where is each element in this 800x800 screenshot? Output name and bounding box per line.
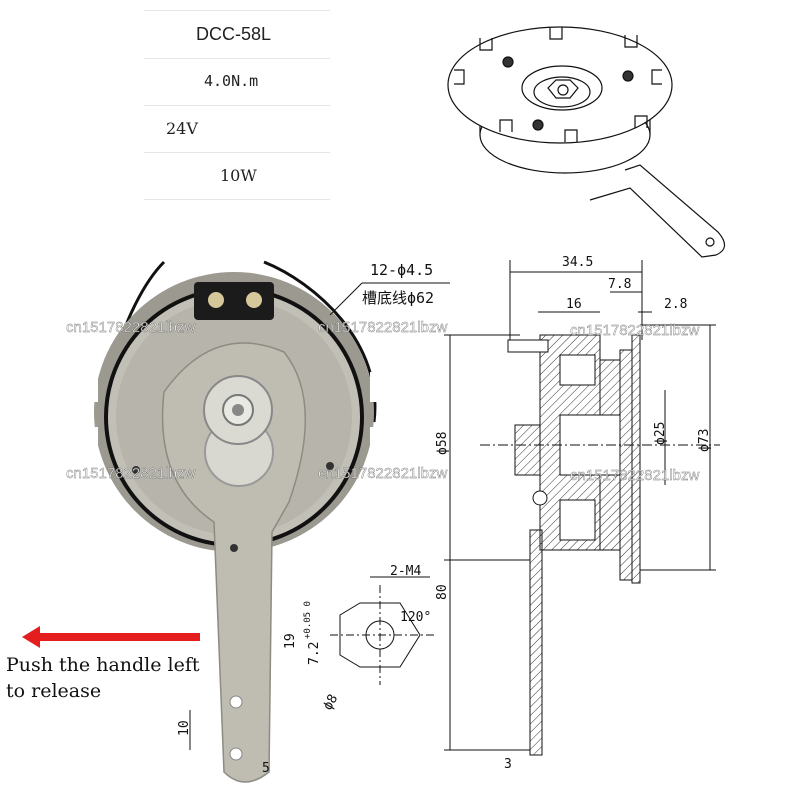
groove-label: 槽底线ϕ62 [362, 289, 434, 307]
spec-voltage: 24V [144, 105, 330, 153]
dim-34-5: 34.5 [562, 255, 593, 270]
section-drawing: 34.5 7.8 16 2.8 ϕ58 80 ϕ25 ϕ73 3 cn15178… [435, 255, 720, 772]
microswitch [194, 282, 274, 320]
dim-80: 80 [435, 584, 450, 600]
holes-label: 12-ϕ4.5 [370, 261, 433, 279]
lever-section [529, 529, 543, 756]
caption-line-2: to release [6, 680, 102, 702]
isometric-drawing [447, 26, 726, 258]
spec-table: DCC-58L 4.0N.m 24V 10W [144, 10, 330, 201]
caption-line-1: Push the handle left [6, 654, 200, 676]
dim-7-8: 7.8 [608, 277, 631, 292]
watermark: cn1517822821lbzw [318, 465, 447, 482]
tol-7-2: +0.05 0 [303, 601, 313, 639]
spec-model: DCC-58L [144, 11, 330, 59]
spec-torque: 4.0N.m [144, 58, 330, 106]
handle-dims: 10 5 [177, 710, 270, 776]
dim-d25: ϕ25 [653, 422, 668, 445]
callout-holes: 12-ϕ4.5 槽底线ϕ62 [329, 261, 450, 316]
release-caption: Push the handle left to release [6, 652, 200, 704]
spec-power: 10W [144, 152, 330, 200]
dim-19: 19 [283, 633, 298, 649]
watermark: cn1517822821lbzw [318, 319, 447, 336]
dim-7-2: 7.2 [307, 642, 322, 665]
dim-3: 3 [504, 757, 512, 772]
watermark: cn1517822821lbzw [570, 322, 699, 339]
dim-2-8: 2.8 [664, 297, 687, 312]
red-arrow [22, 626, 200, 648]
hex-detail: 2-M4 120° 19 7.2 +0.05 0 ϕ8 [283, 565, 435, 713]
dim-d8: ϕ8 [320, 692, 341, 713]
watermark: cn1517822821lbzw [66, 465, 195, 482]
angle-label: 120° [400, 610, 431, 625]
dim-16: 16 [566, 297, 582, 312]
watermark: cn1517822821lbzw [66, 319, 195, 336]
dim-d73: ϕ73 [697, 429, 712, 452]
watermark: cn1517822821lbzw [570, 467, 699, 484]
thread-label: 2-M4 [390, 565, 421, 579]
product-photo [84, 260, 384, 783]
dim-5: 5 [262, 761, 270, 776]
dim-d58: ϕ58 [435, 432, 450, 455]
watermark-layer: cn1517822821lbzw cn1517822821lbzw cn1517… [66, 319, 448, 482]
dim-10: 10 [177, 720, 192, 736]
